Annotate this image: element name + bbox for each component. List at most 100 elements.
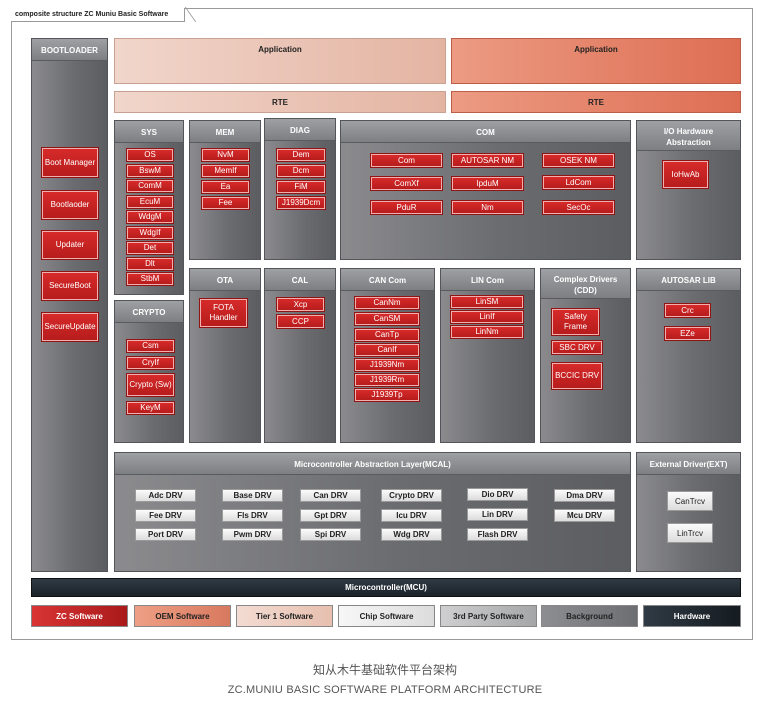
- cal-ccp: CCP: [276, 314, 325, 329]
- diag-title: DIAG: [290, 126, 310, 135]
- sys-wdgm: WdgM: [126, 210, 174, 224]
- io-hw-iohwab: IoHwAb: [662, 160, 709, 189]
- sys-stbm: StbM: [126, 272, 174, 286]
- autosar-lib-box: AUTOSAR LIB Crc EZe: [636, 268, 741, 443]
- lin-com-title: LIN Com: [471, 276, 504, 285]
- lin-com-linif: LinIf: [450, 310, 524, 324]
- mcal-gpt-drv: Gpt DRV: [300, 509, 361, 522]
- legend-zc-software: ZC Software: [31, 605, 128, 627]
- sys-wdgif: WdgIf: [126, 226, 174, 240]
- crypto-keym: KeyM: [126, 401, 175, 415]
- crypto-title: CRYPTO: [132, 308, 166, 317]
- bootloader-header: [32, 39, 107, 61]
- ext-header: [637, 453, 740, 475]
- can-com-cantp: CanTp: [354, 328, 420, 342]
- diag-dem: Dem: [276, 148, 326, 162]
- diagram-tab: composite structure ZC Muniu Basic Softw…: [11, 8, 186, 22]
- lin-com-header: [441, 269, 534, 291]
- mem-fee: Fee: [201, 196, 250, 210]
- diag-dcm: Dcm: [276, 164, 326, 178]
- mem-nvm: NvM: [201, 148, 250, 162]
- cdd-sbc-drv: SBC DRV: [551, 340, 603, 355]
- com-ldcom: LdCom: [542, 175, 615, 190]
- ext-box: External Driver(EXT) CanTrcv LinTrcv: [636, 452, 741, 572]
- caption-en: ZC.MUNIU BASIC SOFTWARE PLATFORM ARCHITE…: [227, 684, 543, 696]
- mcal-dio-drv: Dio DRV: [467, 488, 528, 501]
- mem-box: MEM NvM MemIf Ea Fee: [189, 120, 261, 260]
- mcal-port-drv: Port DRV: [135, 528, 196, 541]
- can-com-j1939rm: J1939Rm: [354, 373, 420, 387]
- bootloader-title: BOOTLOADER: [41, 46, 98, 55]
- lin-com-box: LIN Com LinSM LinIf LinNm: [440, 268, 535, 443]
- mcal-title: Microcontroller Abstraction Layer(MCAL): [294, 460, 451, 469]
- mcal-spi-drv: Spi DRV: [300, 528, 361, 541]
- mem-header: [190, 121, 260, 143]
- diag-j1939dcm: J1939Dcm: [276, 196, 326, 210]
- io-hw-box: I/O Hardware Abstraction IoHwAb: [636, 120, 741, 260]
- diag-box: DIAG Dem Dcm FiM J1939Dcm: [264, 118, 336, 260]
- lin-com-linnm: LinNm: [450, 325, 524, 339]
- legend-oem-software: OEM Software: [134, 605, 231, 627]
- sys-bswm: BswM: [126, 164, 174, 178]
- updater-module: Updater: [41, 230, 99, 260]
- can-com-canif: CanIf: [354, 343, 420, 357]
- mcal-header: [115, 453, 630, 475]
- crypto-header: [115, 301, 183, 323]
- com-secoc: SecOc: [542, 200, 615, 215]
- diag-header: [265, 119, 335, 141]
- legend-tier1-software: Tier 1 Software: [236, 605, 333, 627]
- com-nm: Nm: [451, 200, 524, 215]
- cdd-bccic-drv: BCCIC DRV: [551, 362, 603, 390]
- application-left: Application: [114, 38, 446, 84]
- com-pdur: PduR: [370, 200, 443, 215]
- legend-hardware: Hardware: [643, 605, 741, 627]
- application-right: Application: [451, 38, 741, 84]
- mcal-crypto-drv: Crypto DRV: [381, 489, 442, 502]
- io-hw-title: I/O Hardware Abstraction: [663, 127, 714, 147]
- autosar-lib-title: AUTOSAR LIB: [661, 276, 716, 285]
- mcal-fee-drv: Fee DRV: [135, 509, 196, 522]
- mcal-mcu-drv: Mcu DRV: [554, 509, 615, 522]
- ota-box: OTA FOTA Handler: [189, 268, 261, 443]
- ota-fota-handler: FOTA Handler: [199, 298, 248, 328]
- sys-comm: ComM: [126, 179, 174, 193]
- secureboot-module: SecureBoot: [41, 271, 99, 301]
- can-com-title: CAN Com: [368, 276, 407, 285]
- com-header: [341, 121, 630, 143]
- ext-lintrcv: LinTrcv: [667, 523, 713, 543]
- can-com-j1939tp: J1939Tp: [354, 388, 420, 402]
- mcal-base-drv: Base DRV: [222, 489, 283, 502]
- lin-com-linsm: LinSM: [450, 295, 524, 309]
- bootloader-module: Bootlaoder: [41, 190, 99, 220]
- crypto-box: CRYPTO Csm CryIf Crypto (Sw) KeyM: [114, 300, 184, 443]
- mcal-pwm-drv: Pwm DRV: [222, 528, 283, 541]
- sys-title: SYS: [140, 128, 157, 137]
- cdd-safety-frame: Safety Frame: [551, 308, 600, 336]
- mcal-wdg-drv: Wdg DRV: [381, 528, 442, 541]
- autosar-lib-header: [637, 269, 740, 291]
- ext-title: External Driver(EXT): [649, 460, 728, 469]
- can-com-cansm: CanSM: [354, 312, 420, 326]
- com-title: COM: [476, 128, 495, 137]
- rte-left: RTE: [114, 91, 446, 113]
- sys-box: SYS OS BswM ComM EcuM WdgM WdgIf Det Dlt…: [114, 120, 184, 295]
- mcal-flash-drv: Flash DRV: [467, 528, 528, 541]
- can-com-box: CAN Com CanNm CanSM CanTp CanIf J1939Nm …: [340, 268, 435, 443]
- mcu-bar: Microcontroller(MCU): [31, 578, 741, 597]
- cal-header: [265, 269, 335, 291]
- can-com-cannm: CanNm: [354, 296, 420, 310]
- crypto-cryif: CryIf: [126, 356, 175, 370]
- mcal-fls-drv: Fls DRV: [222, 509, 283, 522]
- mcal-adc-drv: Adc DRV: [135, 489, 196, 502]
- com-osek-nm: OSEK NM: [542, 153, 615, 168]
- can-com-header: [341, 269, 434, 291]
- diag-fim: FiM: [276, 180, 326, 194]
- mem-ea: Ea: [201, 180, 250, 194]
- ota-header: [190, 269, 260, 291]
- legend-background: Background: [541, 605, 638, 627]
- ota-title: OTA: [216, 276, 234, 285]
- cal-xcp: Xcp: [276, 297, 325, 312]
- com-com: Com: [370, 153, 443, 168]
- caption-zh: 知从木牛基础软件平台架构: [312, 663, 457, 677]
- mcal-box: Microcontroller Abstraction Layer(MCAL) …: [114, 452, 631, 572]
